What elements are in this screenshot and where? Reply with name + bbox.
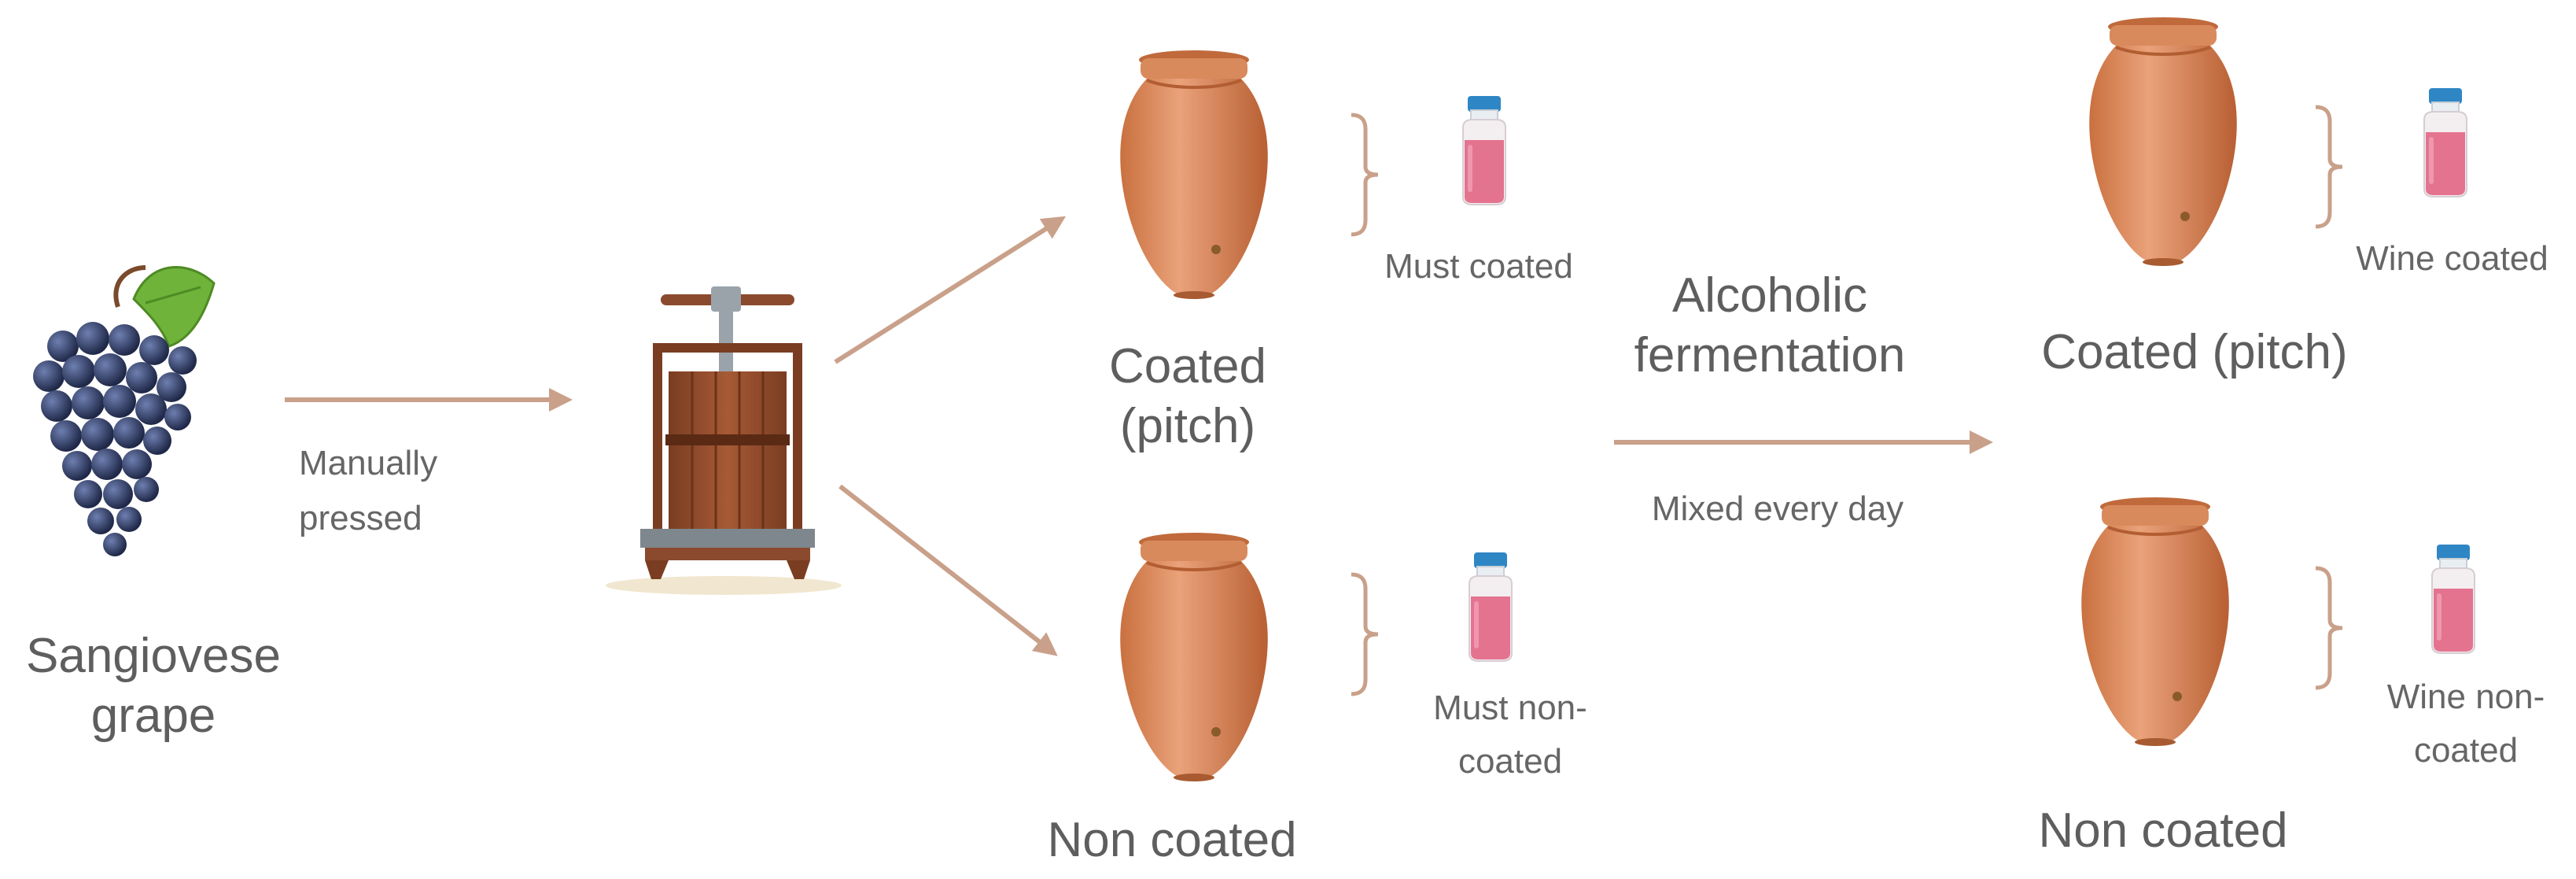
grape-label-line2: grape [90, 688, 216, 743]
amphora-icon [1118, 49, 1270, 301]
coated-label-right: Coated (pitch) [2041, 325, 2348, 379]
sample-bottle-icon [1462, 96, 1506, 205]
must-coated-label: Must coated [1384, 247, 1573, 286]
fermentation-label: Alcoholic fermentation [1620, 266, 1919, 385]
must-non-coated-label: Must non- coated [1408, 681, 1612, 789]
bracket-icon [2316, 107, 2342, 227]
coated-label-line1: Coated [1109, 339, 1266, 393]
coated-label-left: Coated (pitch) [1046, 337, 1329, 456]
amphora-icon [1118, 531, 1270, 783]
pressing-label: Manually pressed [299, 436, 503, 547]
wine-non-coated-label: Wine non- coated [2360, 670, 2572, 777]
grape-label: Sangiovese grape [0, 626, 307, 745]
bracket-icon [1351, 574, 1378, 694]
must-non-coated-line1: Must non- [1433, 689, 1587, 727]
grape-label-line1: Sangiovese [25, 629, 282, 683]
sample-bottle-icon [2423, 88, 2467, 198]
wine-non-coated-line2: coated [2413, 731, 2519, 770]
non-coated-label-right: Non coated [2038, 803, 2288, 858]
fermentation-line1: Alcoholic [1671, 268, 1868, 323]
wine-press-icon [606, 286, 842, 595]
fermentation-line2: fermentation [1634, 327, 1906, 382]
amphora-icon [2088, 16, 2239, 268]
bracket-icon [1351, 115, 1378, 235]
sample-bottle-icon [2431, 545, 2475, 654]
pressing-label-line2: pressed [299, 499, 422, 538]
non-coated-label-left: Non coated [1047, 813, 1297, 867]
amphora-icon [2080, 496, 2231, 748]
mixing-label: Mixed every day [1651, 489, 1904, 528]
arrow-icon [838, 484, 1058, 656]
wine-non-coated-line1: Wine non- [2386, 678, 2545, 716]
arrow-icon [834, 216, 1067, 364]
pressing-label-line1: Manually [299, 444, 438, 482]
must-non-coated-line2: coated [1458, 742, 1563, 781]
sample-bottle-icon [1469, 552, 1513, 662]
grape-icon [33, 265, 216, 556]
bracket-icon [2316, 568, 2342, 688]
wine-coated-label: Wine coated [2356, 239, 2548, 278]
coated-label-line2: (pitch) [1119, 398, 1256, 453]
